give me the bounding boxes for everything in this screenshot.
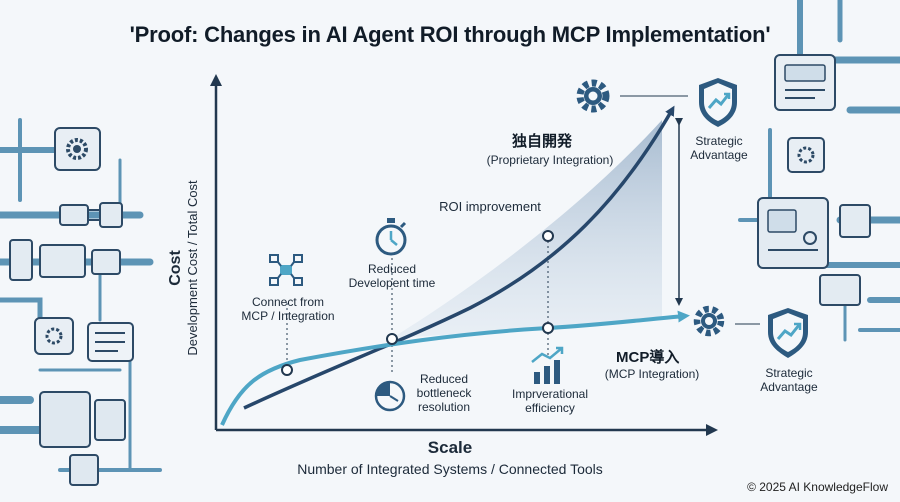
y-axis-label: Cost Development Cost / Total Cost bbox=[167, 148, 207, 388]
top-shield-icon bbox=[699, 78, 737, 127]
strategic-advantage-top: Strategic Advantage bbox=[690, 134, 748, 162]
stopwatch-icon bbox=[375, 218, 407, 256]
strategic-advantage-bottom: Strategic Advantage bbox=[760, 366, 818, 394]
y-axis-title: Cost bbox=[167, 250, 184, 286]
x-axis-subtitle: Number of Integrated Systems / Connected… bbox=[297, 461, 603, 477]
proprietary-label-en: (Proprietary Integration) bbox=[486, 153, 614, 167]
proprietary-point-roi bbox=[542, 230, 554, 242]
pie-clock-icon bbox=[374, 380, 406, 412]
devtime-label: Reduced Developent time bbox=[348, 262, 436, 290]
left-panel-box bbox=[87, 322, 134, 362]
y-axis-subtitle: Development Cost / Total Cost bbox=[185, 180, 200, 356]
bar-growth-icon bbox=[531, 346, 564, 384]
roi-improvement-label: ROI improvement bbox=[439, 199, 541, 214]
right-pipe-decoration bbox=[738, 0, 900, 342]
copyright-footer: © 2025 AI KnowledgeFlow bbox=[747, 480, 888, 494]
intersection-point bbox=[386, 333, 398, 345]
left-gear-box-2 bbox=[34, 317, 74, 355]
roi-gap-area bbox=[392, 120, 662, 338]
bottleneck-label: Reduced bottleneck resolution bbox=[416, 372, 472, 414]
right-control-unit bbox=[757, 197, 871, 306]
bottom-gear-icon bbox=[693, 305, 725, 337]
efficiency-label: Imprverational efficiency bbox=[511, 387, 589, 415]
x-axis-title: Scale bbox=[427, 438, 473, 457]
left-gear-box bbox=[54, 127, 101, 171]
top-gear-icon bbox=[576, 79, 610, 113]
mcp-label-en: (MCP Integration) bbox=[604, 367, 700, 381]
network-icon bbox=[269, 254, 303, 286]
mcp-label-jp: MCP導入 bbox=[616, 349, 680, 366]
proprietary-curve bbox=[243, 105, 675, 410]
mcp-point-connect bbox=[281, 364, 293, 376]
bottom-shield-icon bbox=[768, 308, 808, 358]
left-valve-block bbox=[39, 391, 126, 486]
left-plug-connector bbox=[9, 202, 123, 281]
connect-label: Connect from MCP / Integration bbox=[241, 295, 335, 323]
mcp-curve bbox=[220, 310, 690, 426]
proprietary-label-jp: 独自開発 bbox=[512, 133, 573, 150]
page-title: 'Proof: Changes in AI Agent ROI through … bbox=[129, 22, 771, 47]
mcp-point-roi bbox=[542, 322, 554, 334]
right-panel-top bbox=[774, 54, 836, 111]
right-gear-box bbox=[787, 137, 825, 173]
